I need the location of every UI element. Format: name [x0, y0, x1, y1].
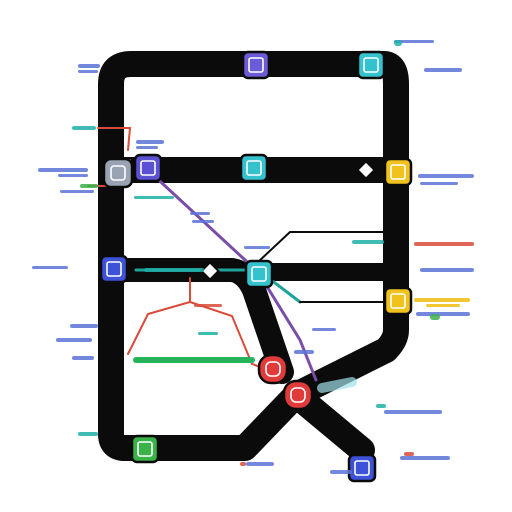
square-station-icon — [354, 460, 370, 476]
station-left-gray[interactable] — [102, 157, 134, 189]
warning-markers — [200, 160, 376, 281]
station-mid-purple[interactable] — [133, 153, 163, 183]
line-cyan-glow — [317, 377, 357, 393]
square-station-icon — [363, 57, 379, 73]
station-right-yellow-lower[interactable] — [383, 286, 413, 316]
station-bottom-green[interactable] — [130, 434, 160, 464]
square-station-icon — [246, 160, 262, 176]
main-track — [98, 51, 411, 463]
station-bottom-blue[interactable] — [347, 453, 377, 483]
square-station-icon — [137, 441, 153, 457]
track-outer-loop — [98, 51, 409, 461]
square-station-icon — [251, 266, 267, 282]
square-station-icon — [265, 361, 281, 377]
line-black-thin — [257, 231, 401, 303]
square-station-icon — [390, 293, 406, 309]
square-station-icon — [106, 261, 122, 277]
station-red-lower[interactable] — [282, 379, 314, 411]
diamond-warning-icon — [356, 160, 376, 180]
station-top-purple[interactable] — [241, 50, 271, 80]
square-station-icon — [290, 387, 306, 403]
stations — [99, 50, 413, 483]
station-top-cyan[interactable] — [356, 50, 386, 80]
station-right-yellow-upper[interactable] — [383, 157, 413, 187]
station-red-upper[interactable] — [257, 353, 289, 385]
station-left-blue[interactable] — [99, 254, 129, 284]
track-bottom-diagonal — [132, 382, 375, 463]
square-station-icon — [248, 57, 264, 73]
square-station-icon — [110, 165, 126, 181]
label-scribbles — [32, 40, 474, 474]
square-station-icon — [390, 164, 406, 180]
station-mid-cyan[interactable] — [239, 153, 269, 183]
square-station-icon — [140, 160, 156, 176]
diamond-warning-icon — [200, 261, 220, 281]
station-center-cyan[interactable] — [244, 259, 274, 289]
